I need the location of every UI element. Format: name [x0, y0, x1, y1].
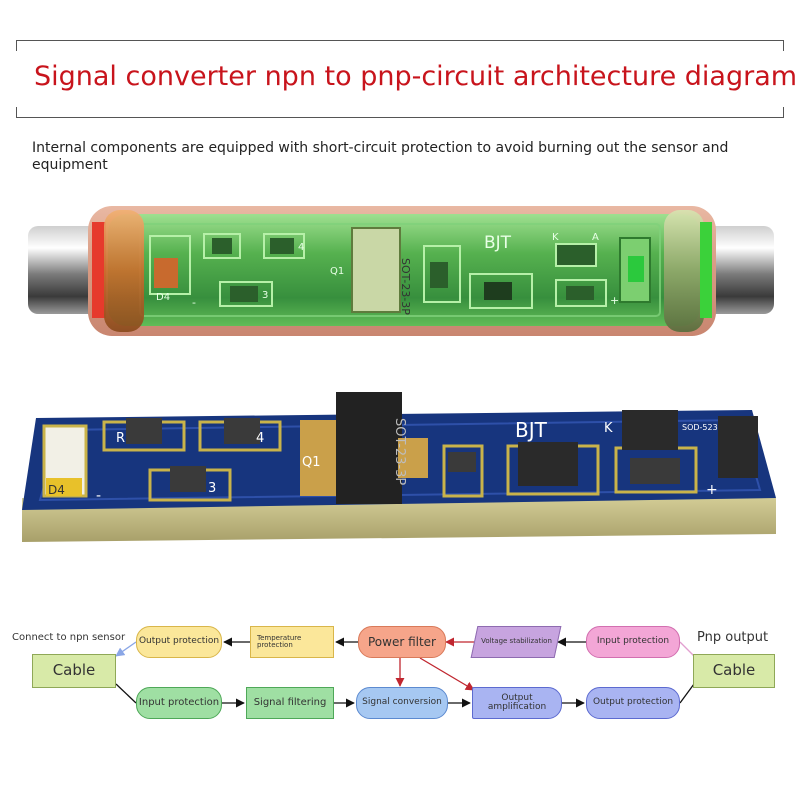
node-bottom-input-protection: Input protection [136, 687, 222, 719]
pcb-bjt-label: BJT [515, 418, 548, 442]
pcb-plus-label: + [706, 482, 718, 498]
pcb-minus-label: - [96, 488, 101, 504]
pcb-right-component [718, 416, 758, 478]
node-top-input-protection: Input protection [586, 626, 680, 658]
pcb-chip [336, 392, 402, 504]
pcb-r4-label: 4 [256, 431, 264, 446]
pcb-sod-component [622, 410, 678, 450]
tube-k-label: K [552, 232, 559, 243]
tube-minus-label: - [192, 296, 196, 309]
tube-bjt-label: BJT [484, 233, 512, 253]
right-connector [700, 226, 774, 314]
link-outprot-to-right-cable [679, 683, 695, 704]
left-caption: Connect to npn sensor [12, 632, 126, 643]
left-connector [28, 226, 100, 314]
link-outprot-to-cable [115, 641, 137, 657]
tube-chip [351, 227, 401, 313]
right-caption: Pnp output [697, 630, 769, 645]
flow-connectors [115, 637, 695, 708]
tube-plus-label: + [610, 294, 619, 307]
cable-left: Cable [32, 654, 116, 688]
cable-right: Cable [693, 654, 775, 688]
link-inprot-to-cable [679, 641, 695, 657]
node-bottom-output-protection: Output protection [586, 687, 680, 719]
right-green-band [700, 222, 712, 318]
left-ring [104, 210, 144, 332]
title-frame: Signal converter npn to pnp-circuit arch… [16, 40, 797, 118]
pcb-q1-label: Q1 [302, 455, 321, 470]
node-voltage-stabilization-label: Voltage stabilization [480, 637, 552, 646]
pcb-edge [22, 498, 776, 542]
arrow-power-to-amp [419, 657, 475, 691]
pcb-r3-label: 3 [208, 481, 216, 496]
converter-tube: SOT-23-3P BJT Q1 D4 4 3 K A + - [28, 206, 774, 336]
page-title: Signal converter npn to pnp-circuit arch… [34, 61, 798, 92]
tube-d4-label: D4 [156, 292, 170, 303]
node-power-filter: Power filter [358, 626, 446, 658]
node-voltage-stabilization: Voltage stabilization [470, 626, 562, 658]
left-red-band [92, 222, 106, 318]
page-subtitle: Internal components are equipped with sh… [32, 140, 729, 173]
link-cable-to-inprot [115, 683, 137, 704]
tube-d4-component [154, 258, 178, 288]
pcb-r-label: R [116, 431, 125, 446]
tube-chip-label: SOT-23-3P [399, 258, 412, 315]
pcb-sod-label: SOD-523 [682, 423, 718, 432]
tube-q1-label: Q1 [330, 266, 344, 277]
architecture-flow: Connect to npn sensor Pnp output Cable C… [0, 600, 800, 740]
node-output-amplification: Output amplification [472, 687, 562, 719]
tube-a-label: A [592, 232, 599, 243]
tube-r3-label: 3 [262, 290, 268, 301]
bare-pcb: SOT-23-3P BJT Q1 D4 4 3 R K SOD-523 + - [22, 392, 776, 542]
node-temperature-protection: Temperature protection [250, 626, 334, 658]
node-signal-filtering: Signal filtering [246, 687, 334, 719]
tube-r4-label: 4 [298, 242, 304, 253]
tube-right-component [628, 256, 644, 282]
node-signal-conversion: Signal conversion [356, 687, 448, 719]
pcb-d4-label: D4 [48, 483, 65, 497]
pcb-k-label: K [604, 421, 613, 436]
right-ring [664, 210, 704, 332]
node-top-output-protection: Output protection [136, 626, 222, 658]
pcb-chip-label: SOT-23-3P [392, 418, 407, 485]
product-illustration: SOT-23-3P BJT Q1 D4 4 3 K A + - [22, 206, 776, 542]
